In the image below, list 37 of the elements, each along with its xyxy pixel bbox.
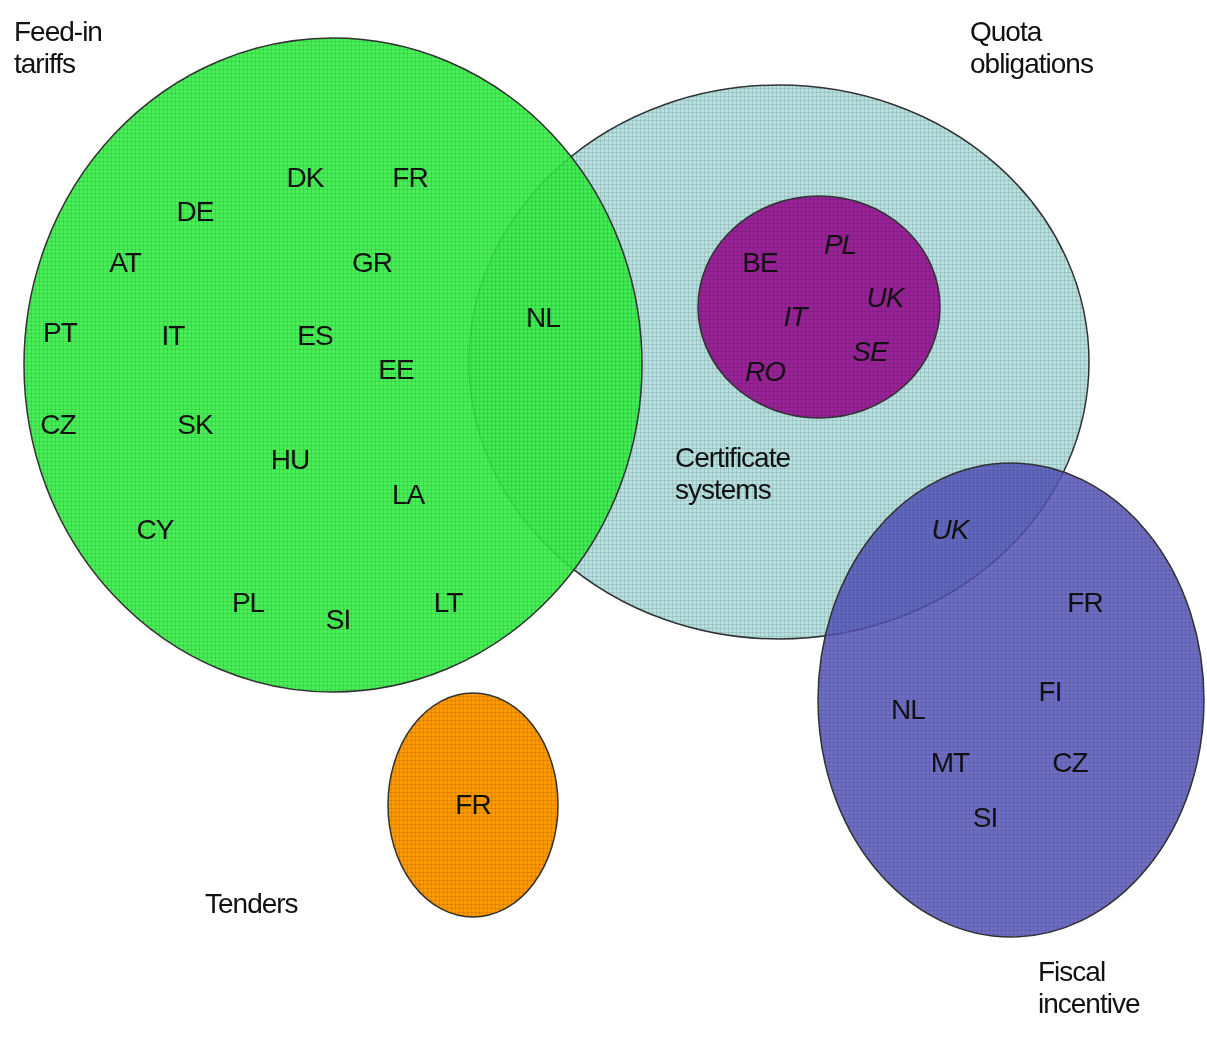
- country-code: CY: [136, 514, 174, 546]
- country-code: HU: [270, 444, 310, 476]
- country-code: BE: [742, 247, 778, 279]
- country-code: SI: [972, 802, 998, 834]
- country-code: SK: [177, 409, 213, 441]
- set-label: Certificate systems: [675, 442, 792, 507]
- country-code: CZ: [1052, 747, 1088, 779]
- country-code: IT: [783, 301, 807, 333]
- country-code: SI: [325, 604, 351, 636]
- country-code: UK: [866, 282, 904, 314]
- country-code: NL: [526, 302, 560, 334]
- country-code: PL: [231, 587, 265, 619]
- country-code: UK: [931, 514, 969, 546]
- country-code: PL: [823, 229, 857, 261]
- country-code: AT: [109, 247, 141, 279]
- set-heading: Quota obligations: [970, 16, 1094, 81]
- country-code: DE: [176, 196, 214, 228]
- country-code: GR: [352, 247, 392, 279]
- set-heading: Tenders: [205, 888, 299, 921]
- country-code: RO: [745, 356, 785, 388]
- country-code: FR: [455, 789, 491, 821]
- country-code: FR: [1067, 587, 1103, 619]
- country-code: FI: [1038, 676, 1062, 708]
- country-code: CZ: [40, 409, 76, 441]
- country-code: ES: [297, 320, 333, 352]
- country-code: NL: [891, 694, 925, 726]
- set-heading: Fiscal incentive: [1038, 956, 1141, 1021]
- country-code: LA: [391, 479, 425, 511]
- country-code: FR: [392, 162, 428, 194]
- country-code: SE: [852, 336, 888, 368]
- set-heading: Feed-in tariffs: [14, 16, 103, 81]
- country-code: EE: [378, 354, 414, 386]
- country-code: LT: [433, 587, 463, 619]
- country-code: IT: [161, 320, 185, 352]
- country-code: PT: [43, 317, 77, 349]
- country-code: DK: [286, 162, 324, 194]
- country-code: MT: [930, 747, 970, 779]
